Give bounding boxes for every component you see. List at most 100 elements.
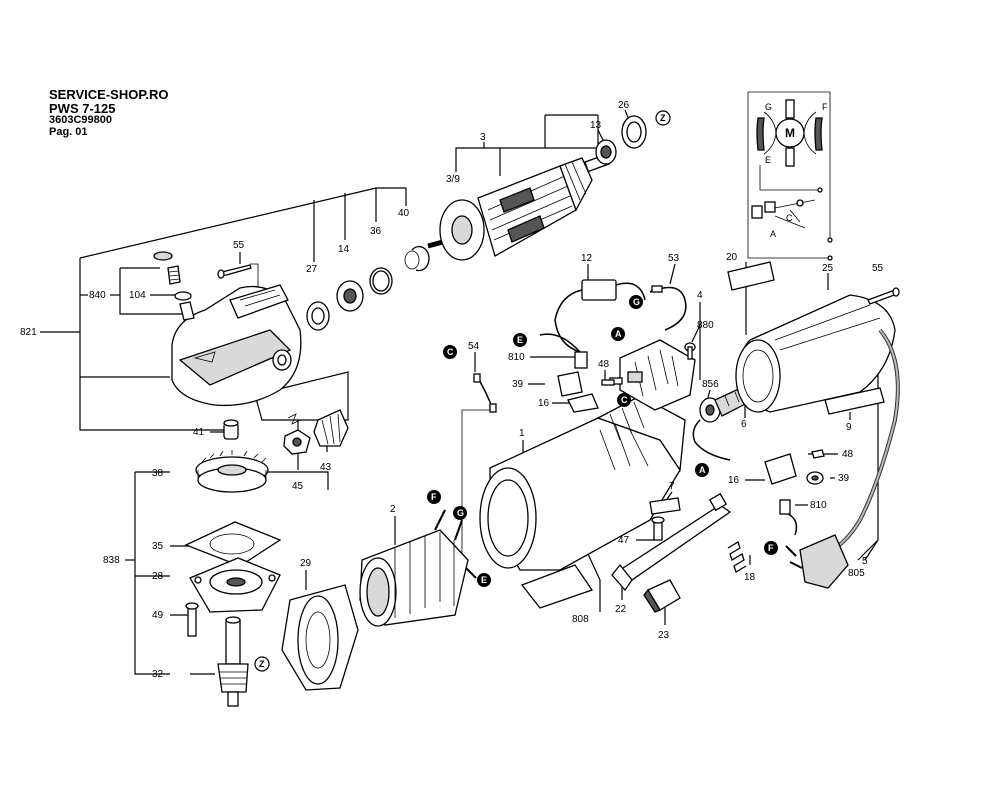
label-53: 53 <box>668 253 680 264</box>
svg-text:Z: Z <box>660 113 666 123</box>
bearing-41 <box>223 419 239 440</box>
label-4: 4 <box>697 290 703 301</box>
label-43: 43 <box>320 462 332 473</box>
label-840: 840 <box>89 290 106 301</box>
spring-18 <box>727 541 747 573</box>
lever-7 <box>649 497 681 515</box>
label-12: 12 <box>581 253 593 264</box>
label-47: 47 <box>618 535 630 546</box>
marker-g-1: G <box>629 295 643 309</box>
brush-holder-right <box>764 449 825 536</box>
svg-text:E: E <box>481 575 487 585</box>
schematic-e-label: E <box>765 155 771 165</box>
svg-text:A: A <box>699 465 706 475</box>
brush-holder-left <box>539 333 623 413</box>
label-26: 26 <box>618 100 630 111</box>
label-40: 40 <box>398 208 410 219</box>
label-821: 821 <box>20 327 37 338</box>
label-16-right: 16 <box>728 475 740 486</box>
svg-text:F: F <box>431 492 437 502</box>
label-39-left: 39 <box>512 379 524 390</box>
label-55-right: 55 <box>872 263 884 274</box>
label-20 <box>727 261 775 291</box>
label-39-right: 39 <box>838 473 850 484</box>
svg-text:C: C <box>447 347 454 357</box>
svg-text:G: G <box>457 508 464 518</box>
model-name: PWS 7-125 <box>49 100 116 116</box>
label-49: 49 <box>152 610 164 621</box>
screw-48-left <box>601 379 615 386</box>
label-32: 32 <box>152 669 164 680</box>
power-cord-5 <box>785 328 900 589</box>
svg-text:F: F <box>768 543 774 553</box>
marker-c-1: C <box>443 345 457 359</box>
marker-c-2: C <box>617 393 631 407</box>
screw-55-right <box>867 287 900 305</box>
label-1: 1 <box>519 428 525 439</box>
schematic-c-label: C <box>786 213 793 223</box>
schematic-labels: M G F E C A <box>765 102 828 239</box>
label-48-right: 48 <box>842 449 854 460</box>
marker-f-2: F <box>764 541 778 555</box>
wiring-schematic <box>747 91 833 261</box>
schematic-f-label: F <box>822 102 828 112</box>
label-5: 5 <box>862 556 868 567</box>
gear-head-housing <box>171 284 302 407</box>
marker-a-2: A <box>695 463 709 477</box>
marker-e-2: E <box>477 573 491 587</box>
label-6: 6 <box>741 419 747 430</box>
motor-housing-1 <box>479 395 686 571</box>
flange-35-28 <box>184 521 282 613</box>
switch-rod-22 <box>611 492 732 592</box>
marker-z-2: Z <box>254 656 270 672</box>
schematic-g-label: G <box>765 102 772 112</box>
marker-z-1: Z <box>655 110 671 126</box>
label-18: 18 <box>744 572 756 583</box>
bearing-13-26 <box>595 115 647 165</box>
armature-3 <box>427 153 610 261</box>
svg-text:C: C <box>621 395 628 405</box>
shop-name: SERVICE-SHOP.RO <box>49 87 169 102</box>
label-54: 54 <box>468 341 480 352</box>
connector-markers: A A C C E E F F <box>254 110 778 672</box>
schematic-motor-label: M <box>785 126 795 140</box>
svg-text:Z: Z <box>259 659 265 669</box>
label-23: 23 <box>658 630 670 641</box>
nut-45-gear-43 <box>283 409 349 455</box>
marker-g-2: G <box>453 506 467 520</box>
bearing-parts-row <box>306 245 430 331</box>
svg-text:G: G <box>633 297 640 307</box>
page-number: Pag. 01 <box>49 125 88 138</box>
slide-button-23 <box>643 579 681 613</box>
part-labels: 3 3/9 13 26 27 14 36 40 55 840 104 821 4… <box>20 100 884 680</box>
label-38: 38 <box>152 468 164 479</box>
label-9 <box>824 387 885 415</box>
label-28: 28 <box>152 571 164 582</box>
label-810-left: 810 <box>508 352 525 363</box>
label-22: 22 <box>615 604 627 615</box>
label-45: 45 <box>292 481 304 492</box>
label-7: 7 <box>669 481 675 492</box>
label-2: 2 <box>390 504 396 515</box>
lock-button-parts <box>153 251 195 321</box>
label-27: 27 <box>306 264 318 275</box>
label-104: 104 <box>129 290 146 301</box>
marker-e-1: E <box>513 333 527 347</box>
label-14: 14 <box>338 244 350 255</box>
screw-55-left <box>217 264 252 279</box>
part-number: 3603C99800 <box>49 114 113 127</box>
label-838: 838 <box>103 555 120 566</box>
wires-53 <box>649 285 687 331</box>
label-856: 856 <box>702 379 719 390</box>
switch-4 <box>619 339 696 411</box>
marker-a-1: A <box>611 327 625 341</box>
title-block: SERVICE-SHOP.RO PWS 7-125 3603C99800 Pag… <box>49 88 168 138</box>
capacitor-12 <box>554 279 646 353</box>
marker-f-1: F <box>427 490 441 504</box>
label-9: 9 <box>846 422 852 433</box>
label-20: 20 <box>726 252 738 263</box>
label-3-9: 3/9 <box>446 174 460 185</box>
label-36: 36 <box>370 226 382 237</box>
label-25: 25 <box>822 263 834 274</box>
